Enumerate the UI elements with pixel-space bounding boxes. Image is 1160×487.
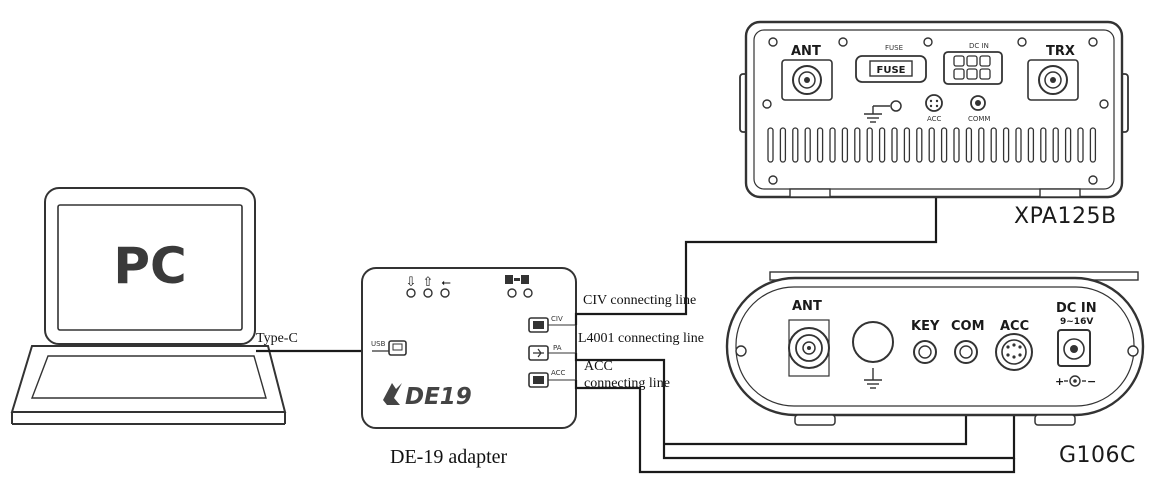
g106c-ground-post[interactable] bbox=[852, 321, 894, 363]
vent-slot bbox=[804, 127, 811, 163]
vent-slot bbox=[1002, 127, 1010, 163]
l4001-connecting-line bbox=[574, 353, 1016, 460]
de19-usb-label: USB bbox=[371, 340, 386, 348]
vent-slot bbox=[1027, 127, 1035, 163]
xpa125b-name: XPA125B bbox=[1014, 204, 1117, 229]
vent-slot bbox=[1064, 127, 1072, 163]
xpa-acc-port[interactable] bbox=[925, 94, 943, 112]
g106c-ground-icon bbox=[864, 368, 882, 389]
l4001-line-label: L4001 connecting line bbox=[578, 331, 704, 346]
vent-slot bbox=[940, 127, 948, 163]
radio-status-icon bbox=[505, 275, 529, 284]
svg-text:+: + bbox=[1055, 375, 1064, 388]
svg-text:−: − bbox=[1087, 375, 1096, 388]
g106c-ant-label: ANT bbox=[792, 299, 822, 314]
vent-slots bbox=[767, 127, 1097, 163]
pc-laptop: PC bbox=[10, 187, 287, 425]
g106c-acc-label: ACC bbox=[1000, 319, 1029, 334]
vent-slot bbox=[1040, 127, 1047, 163]
xpa-acc-label: ACC bbox=[927, 115, 942, 123]
vent-slot bbox=[1052, 127, 1059, 163]
vent-slot bbox=[829, 127, 836, 163]
vent-slot bbox=[1077, 127, 1084, 163]
vent-slot bbox=[1089, 127, 1097, 163]
xpa-trx-label: TRX bbox=[1046, 44, 1075, 59]
g106c-com-label: COM bbox=[951, 319, 985, 334]
vent-slot bbox=[916, 127, 923, 163]
vent-slot bbox=[965, 127, 973, 163]
vent-slot bbox=[953, 127, 960, 163]
usb-symbol-icon: ⭠ bbox=[441, 275, 451, 289]
de19-logo: DE19 bbox=[383, 383, 472, 410]
g106c-name: G106C bbox=[1059, 443, 1136, 468]
arrow-down-icon: ⇩ bbox=[406, 275, 417, 290]
xpa-fuse-caption: FUSE bbox=[885, 44, 903, 52]
vent-slot bbox=[891, 127, 898, 163]
polarity-icon: + − bbox=[1055, 375, 1096, 388]
vent-slot bbox=[928, 127, 935, 163]
de19-caption: DE-19 adapter bbox=[390, 446, 508, 468]
vent-slot bbox=[1015, 127, 1022, 163]
de19-adapter: ⇩ ⇧ ⭠ USB CIV PA ACC bbox=[361, 267, 577, 429]
xpa125b-amplifier: ANT FUSE FUSE DC IN TRX bbox=[739, 20, 1129, 199]
pc-label: PC bbox=[113, 237, 186, 295]
de19-usb-port[interactable] bbox=[388, 340, 407, 356]
vent-slot bbox=[854, 127, 861, 163]
xpa-fuse-label: FUSE bbox=[877, 65, 906, 76]
vent-slot bbox=[792, 127, 799, 163]
g106c-dc-in-label: DC IN bbox=[1056, 301, 1097, 316]
g106c-voltage-label: 9~16V bbox=[1060, 317, 1093, 327]
ground-icon bbox=[864, 105, 890, 123]
de19-civ-label: CIV bbox=[551, 315, 563, 323]
vent-slot bbox=[779, 127, 787, 163]
xpa-dc-in-label: DC IN bbox=[969, 42, 989, 50]
vent-slot bbox=[767, 127, 774, 163]
acc-connecting-line bbox=[574, 380, 1016, 474]
g106c-key-label: KEY bbox=[911, 319, 940, 334]
de19-logo-text: DE19 bbox=[405, 384, 472, 410]
arrow-up-icon: ⇧ bbox=[423, 275, 434, 290]
xpa-ant-label: ANT bbox=[791, 44, 821, 59]
vent-slot bbox=[990, 127, 997, 163]
xpa-comm-label: COMM bbox=[968, 115, 990, 123]
vent-slot bbox=[816, 127, 824, 163]
vent-slot bbox=[878, 127, 886, 163]
vent-slot bbox=[866, 127, 873, 163]
type-c-label: Type-C bbox=[256, 331, 298, 346]
vent-slot bbox=[841, 127, 849, 163]
screws bbox=[762, 37, 1109, 185]
g106c-transceiver: ANT KEY COM ACC DC IN 9~16V bbox=[725, 271, 1145, 426]
civ-line-label: CIV connecting line bbox=[583, 293, 696, 308]
led-indicators bbox=[406, 288, 533, 298]
de19-acc-label: ACC bbox=[551, 369, 566, 377]
vent-slot bbox=[978, 127, 985, 163]
vent-slot bbox=[903, 127, 911, 163]
de19-pa-label: PA bbox=[553, 344, 562, 352]
acc-line-label-1: ACC bbox=[584, 359, 613, 374]
